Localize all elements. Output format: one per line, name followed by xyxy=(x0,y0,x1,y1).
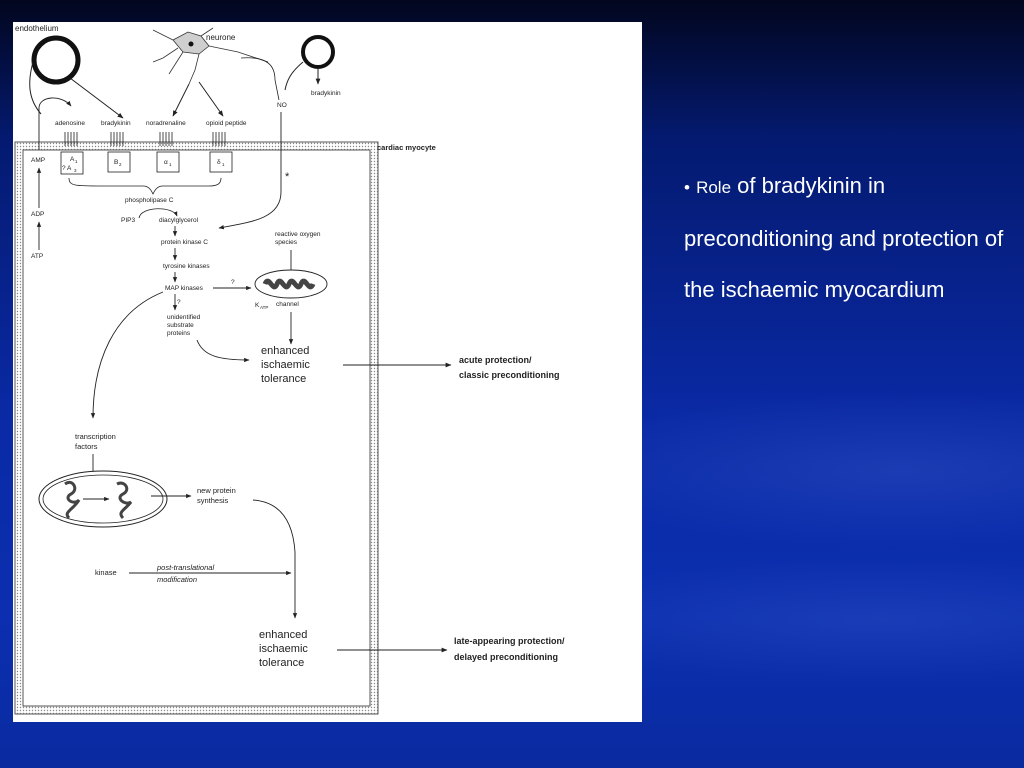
neurone-to-noradrenaline-arrow xyxy=(172,83,190,117)
amp-recycle-arrow xyxy=(38,97,72,150)
kinase-label: kinase xyxy=(95,568,117,577)
ischaemic-label-1: ischaemic xyxy=(261,359,310,371)
katp-k: K xyxy=(255,302,260,309)
neurone-nucleus xyxy=(188,41,194,47)
pip-label: PIP3 xyxy=(121,217,135,224)
neurone-to-opioid-arrow xyxy=(198,81,224,117)
svg-text:1: 1 xyxy=(222,162,225,167)
svg-text:1: 1 xyxy=(75,159,78,164)
endothelium-cell-2 xyxy=(301,35,335,69)
bullet-rest: of bradykinin in preconditioning and pro… xyxy=(684,173,1004,302)
diacylglycerol-label: diacylglycerol xyxy=(159,217,199,224)
new-protein-label: new protein xyxy=(197,486,236,495)
tolerance-label-2: tolerance xyxy=(259,657,304,669)
neurone-label: neurone xyxy=(206,33,236,42)
svg-text:1: 1 xyxy=(169,162,172,167)
factors-label: factors xyxy=(75,442,98,451)
amp-label: AMP xyxy=(31,157,45,164)
bullet-marker: • xyxy=(684,178,690,197)
bullet-first-word: Role xyxy=(696,178,732,197)
synthesis-label: synthesis xyxy=(197,496,229,505)
transcription-label: transcription xyxy=(75,432,116,441)
diagram-svg: endothelium bradykinin neurone NO * xyxy=(14,24,565,715)
receptor-a1-a3: A 1 ? A 3 xyxy=(60,132,84,175)
nucleus xyxy=(38,470,168,528)
substrate-to-tolerance-arrow xyxy=(196,339,250,363)
unidentified-label: unidentified xyxy=(167,314,201,321)
ros-label-2: species xyxy=(275,239,298,246)
tolerance-label-1: tolerance xyxy=(261,373,306,385)
neurone-to-no xyxy=(240,57,280,101)
enhanced-label-1: enhanced xyxy=(261,345,309,357)
proteins-label: proteins xyxy=(167,330,191,337)
receptor-alpha1: α 1 xyxy=(156,132,180,173)
adp-label: ADP xyxy=(31,211,44,218)
endothelium-cell xyxy=(31,35,81,85)
atp-label: ATP xyxy=(31,253,43,260)
receptor-delta1: δ 1 xyxy=(209,132,233,173)
synthesis-to-tolerance-arrow xyxy=(252,499,298,619)
endothelium-curve xyxy=(29,61,42,115)
katp-channel-label: channel xyxy=(276,301,299,308)
cell-interior xyxy=(22,149,371,707)
modification-label: modification xyxy=(157,575,197,584)
late-protection-label: late-appearing protection/ xyxy=(454,636,565,646)
bradykinin-label: bradykinin xyxy=(101,120,131,127)
tyrosine-kinases-label: tyrosine kinases xyxy=(163,263,210,270)
noradrenaline-label: noradrenaline xyxy=(146,120,186,127)
svg-text:3: 3 xyxy=(74,168,77,173)
svg-text:α: α xyxy=(164,159,168,166)
svg-text:? A: ? A xyxy=(62,165,72,172)
svg-text:A: A xyxy=(70,156,75,163)
map-to-transcription-arrow xyxy=(90,291,164,419)
map-kinases-label: MAP kinases xyxy=(165,285,204,292)
ros-label-1: reactive oxygen xyxy=(275,231,321,238)
question-2: ? xyxy=(177,299,181,306)
substrate-label: substrate xyxy=(167,322,194,329)
acute-protection-label: acute protection/ xyxy=(459,355,532,365)
endothelium-label: endothelium xyxy=(15,24,59,33)
endo-to-bradykinin-arrow xyxy=(69,77,124,119)
pkc-label: protein kinase C xyxy=(161,239,208,246)
neurone-dendrites xyxy=(152,27,269,85)
svg-text:δ: δ xyxy=(217,159,221,166)
no-label: NO xyxy=(277,102,287,109)
receptor-b2: B 2 xyxy=(107,132,131,173)
slide-bullet-text: • Role of bradykinin in preconditioning … xyxy=(684,160,1004,315)
post-translational-label: post-translational xyxy=(156,563,214,572)
classic-preconditioning-label: classic preconditioning xyxy=(459,370,560,380)
enhanced-label-2: enhanced xyxy=(259,629,307,641)
bradykinin-pathway-diagram: endothelium bradykinin neurone NO * xyxy=(13,22,642,722)
asterisk-mark: * xyxy=(285,171,290,183)
cardiac-myocyte-label: cardiac myocyte xyxy=(377,143,436,152)
mitochondrion xyxy=(254,269,328,299)
delayed-preconditioning-label: delayed preconditioning xyxy=(454,652,558,662)
question-1: ? xyxy=(231,279,235,286)
ischaemic-label-2: ischaemic xyxy=(259,643,308,655)
svg-text:B: B xyxy=(114,159,118,166)
katp-sub: ATP xyxy=(260,305,268,310)
endo2-curve xyxy=(284,61,304,91)
adenosine-label: adenosine xyxy=(55,120,85,127)
phospholipase-c-label: phospholipase C xyxy=(125,197,174,204)
pip-curve-arrow xyxy=(138,208,178,219)
svg-text:2: 2 xyxy=(119,162,122,167)
opioid-peptide-label: opioid peptide xyxy=(206,120,247,127)
receptor-brace xyxy=(68,177,222,195)
bradykinin-top-label: bradykinin xyxy=(311,90,341,97)
no-to-pkc-arrow xyxy=(218,112,282,230)
